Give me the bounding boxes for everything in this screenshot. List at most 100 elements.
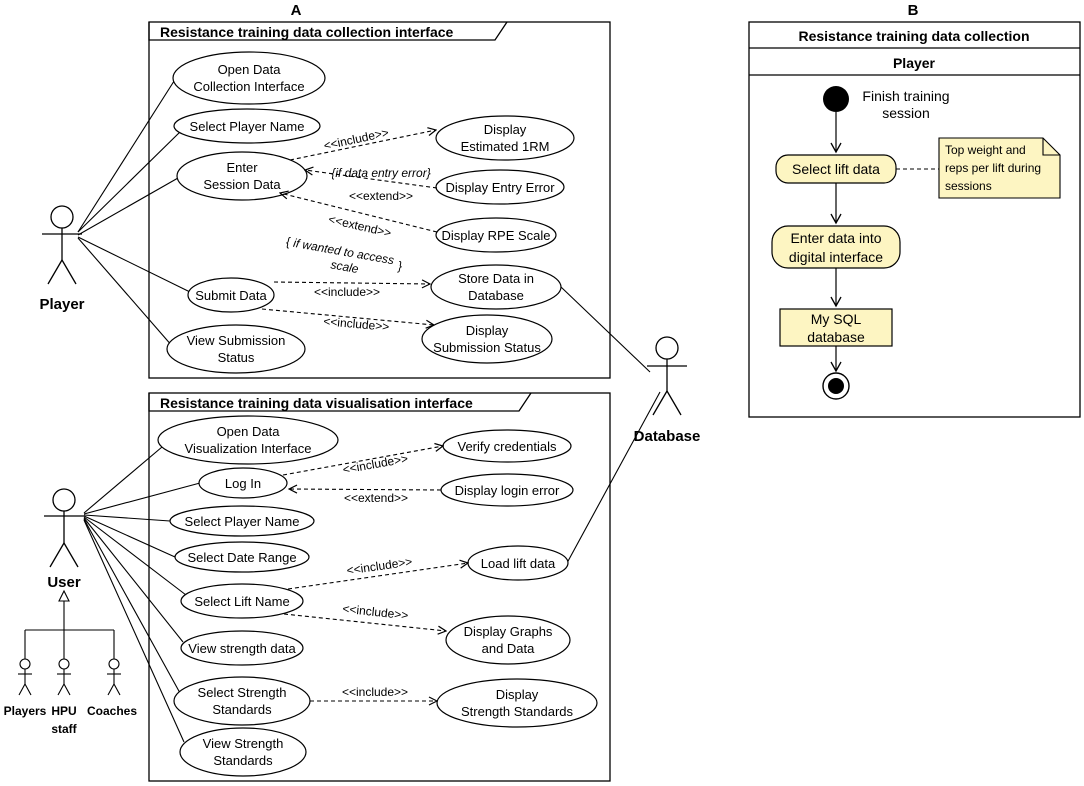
svg-text:Select lift data: Select lift data	[792, 161, 880, 177]
svg-text:Select Strength: Select Strength	[198, 685, 287, 700]
label-include-graphs: <<include>>	[342, 602, 409, 623]
uc-select-lift-name: Select Lift Name	[180, 583, 304, 619]
svg-text:Visualization Interface: Visualization Interface	[185, 441, 312, 456]
activity-frame	[748, 21, 1081, 418]
uc-open-visualisation: Open Data Visualization Interface	[157, 415, 339, 465]
user-actor-label: User	[47, 574, 81, 591]
svg-text:scale: scale	[330, 257, 360, 276]
uc-select-date-range: Select Date Range	[174, 541, 310, 573]
svg-text:Select Date Range: Select Date Range	[187, 550, 296, 565]
svg-text:Display Entry Error: Display Entry Error	[445, 180, 555, 195]
svg-text:Load lift data: Load lift data	[481, 556, 556, 571]
label-include-store: <<include>>	[314, 285, 380, 299]
user-generalization	[24, 589, 115, 660]
database-actor	[647, 336, 687, 416]
svg-text:Store Data in: Store Data in	[458, 271, 534, 286]
activity-start-label-line2: session	[882, 105, 929, 121]
panel-a-letter: A	[291, 2, 302, 19]
extend-edge-login-error	[289, 489, 442, 490]
svg-text:Top weight and: Top weight and	[945, 143, 1026, 157]
include-edge-load	[287, 563, 468, 590]
svg-text:Display login error: Display login error	[455, 483, 560, 498]
collection-relations	[261, 130, 438, 325]
activity-title: Resistance training data collection	[798, 28, 1029, 44]
label-include-load: <<include>>	[346, 555, 413, 578]
svg-text:View Strength: View Strength	[203, 736, 284, 751]
svg-text:Status: Status	[218, 350, 255, 365]
svg-text:and Data: and Data	[482, 641, 536, 656]
database-associations	[560, 286, 661, 564]
visualisation-frame: Resistance training data visualisation i…	[148, 392, 611, 782]
user-actor	[44, 488, 84, 568]
svg-text:My SQL: My SQL	[811, 311, 862, 327]
extend-edge-entry-error	[305, 170, 438, 189]
user-associations	[83, 446, 201, 743]
svg-text:Session Data: Session Data	[203, 177, 281, 192]
visualisation-relations	[282, 446, 468, 701]
player-actor-label: Player	[39, 296, 84, 313]
label-guard-entry-error: {if data entry error}	[331, 166, 430, 180]
uc-load-lift-data: Load lift data	[467, 545, 569, 581]
player-associations	[77, 77, 191, 348]
svg-text:Display: Display	[496, 687, 539, 702]
uc-verify-credentials: Verify credentials	[442, 429, 572, 463]
label-extend-login: <<extend>>	[344, 491, 408, 505]
svg-text:Database: Database	[468, 288, 524, 303]
svg-text:Collection Interface: Collection Interface	[193, 79, 304, 94]
include-edge-status	[261, 308, 434, 325]
uc-select-player-name-visualisation: Select Player Name	[169, 505, 315, 537]
svg-text:reps per lift during: reps per lift during	[945, 161, 1041, 175]
hpu-staff-label-line1: HPU	[51, 704, 76, 718]
svg-text:Select Player Name: Select Player Name	[185, 514, 300, 529]
players-label: Players	[4, 704, 47, 718]
coaches-label: Coaches	[87, 704, 137, 718]
svg-text:Display Graphs: Display Graphs	[464, 624, 553, 639]
svg-text:Display: Display	[484, 122, 527, 137]
hpu-staff-label-line2: staff	[51, 722, 77, 736]
include-edge-store	[273, 282, 430, 284]
uc-display-rpe-scale: Display RPE Scale	[435, 217, 557, 253]
collection-frame-title: Resistance training data collection inte…	[160, 24, 454, 40]
label-include-standards: <<include>>	[342, 685, 408, 699]
database-actor-label: Database	[634, 428, 701, 445]
datastore-mysql: My SQL database	[779, 308, 893, 347]
uc-store-data-in-database: Store Data in Database	[430, 264, 562, 310]
uc-display-estimated-1rm: Display Estimated 1RM	[435, 115, 575, 161]
panel-b-letter: B	[908, 2, 919, 19]
svg-text:Open Data: Open Data	[218, 62, 282, 77]
coaches-sub-actor	[107, 658, 121, 696]
svg-text:Display RPE Scale: Display RPE Scale	[441, 228, 550, 243]
activity-lane-player: Player	[893, 55, 936, 71]
label-include-status: <<include>>	[323, 314, 390, 334]
include-edge-graphs	[283, 613, 446, 631]
activity-initial-node	[823, 86, 849, 112]
svg-text:Submit Data: Submit Data	[195, 288, 267, 303]
label-include-1rm: <<include>>	[322, 125, 390, 152]
uc-select-strength-standards: Select Strength Standards	[173, 676, 311, 726]
uc-log-in: Log In	[198, 467, 288, 499]
label-guard-rpe: { if wanted to access scale }	[286, 235, 402, 276]
svg-text:digital interface: digital interface	[789, 249, 883, 265]
svg-text:sessions: sessions	[945, 179, 992, 193]
svg-text:Verify credentials: Verify credentials	[458, 439, 557, 454]
label-extend-rpe: <<extend>>	[327, 212, 393, 240]
player-actor	[42, 205, 82, 285]
svg-text:Enter data into: Enter data into	[790, 230, 881, 246]
uc-open-collection: Open Data Collection Interface	[172, 51, 326, 105]
svg-text:}: }	[397, 259, 402, 273]
include-edge-1rm	[289, 130, 436, 161]
svg-text:Standards: Standards	[212, 702, 272, 717]
visualisation-frame-title: Resistance training data visualisation i…	[160, 395, 473, 411]
svg-text:Log In: Log In	[225, 476, 261, 491]
svg-text:Select Lift Name: Select Lift Name	[194, 594, 289, 609]
hpu-staff-sub-actor	[57, 658, 71, 696]
svg-text:Select Player Name: Select Player Name	[190, 119, 305, 134]
svg-text:View Submission: View Submission	[187, 333, 286, 348]
label-include-verify: <<include>>	[342, 451, 409, 476]
svg-text:Standards: Standards	[213, 753, 273, 768]
svg-text:Estimated 1RM: Estimated 1RM	[461, 139, 550, 154]
uc-display-entry-error: Display Entry Error	[435, 169, 565, 205]
uc-display-strength-standards: Display Strength Standards	[436, 678, 598, 728]
uc-submit-data: Submit Data	[187, 277, 275, 313]
